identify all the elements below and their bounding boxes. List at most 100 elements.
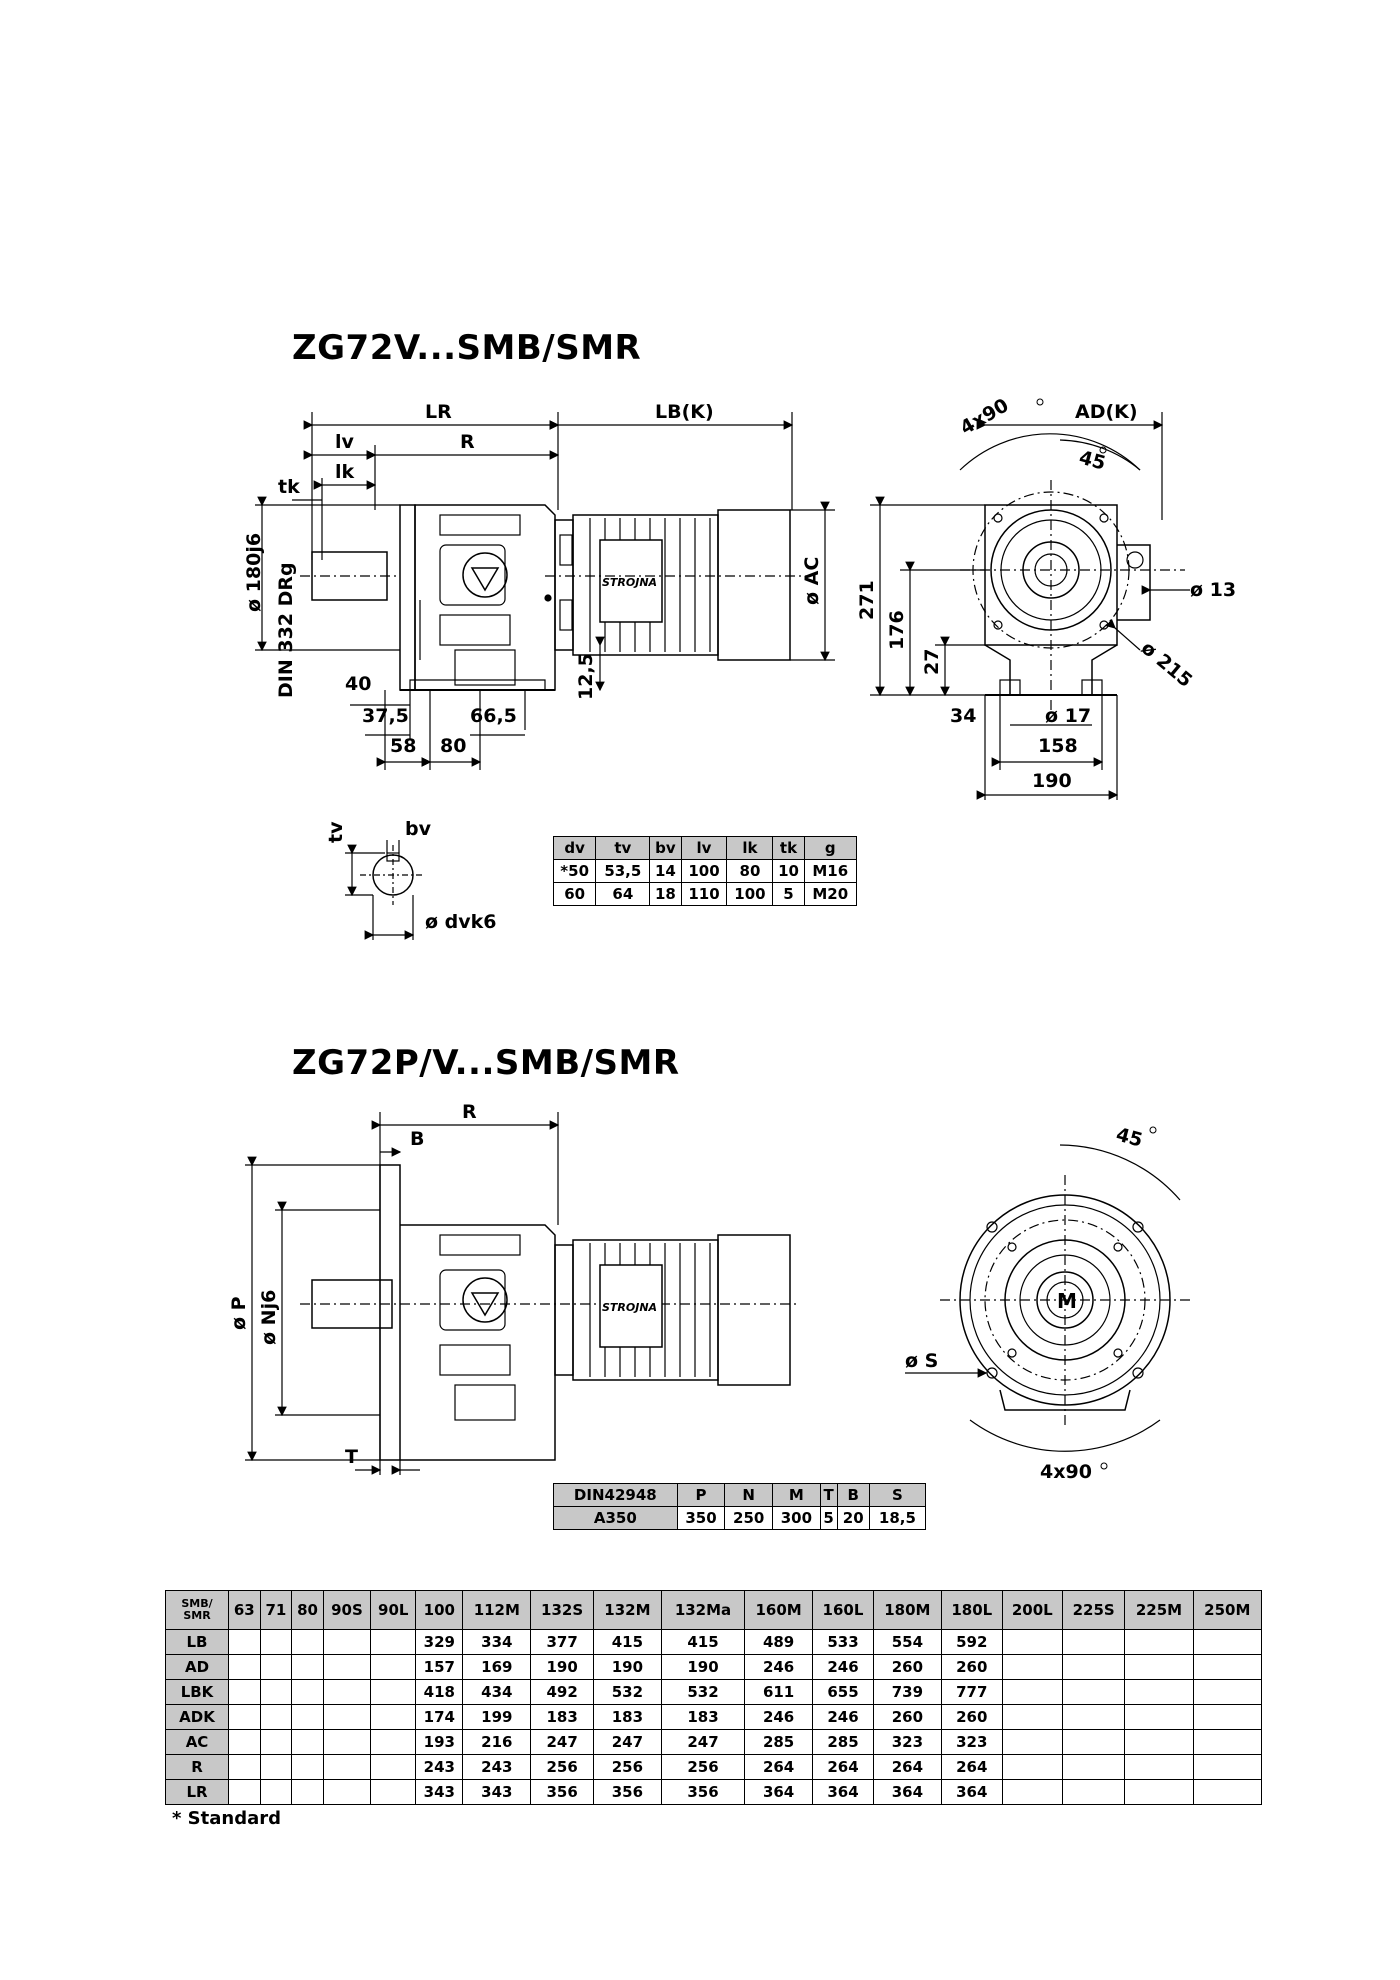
table-cell: 18,5: [868, 1506, 927, 1530]
section2-title: ZG72P/V...SMB/SMR: [292, 1043, 680, 1083]
table-cell: [1192, 1779, 1263, 1805]
table-cell: [1192, 1629, 1263, 1655]
dim-LR: LR: [425, 401, 452, 423]
table-header-cell: 132S: [530, 1590, 594, 1630]
footnote: * Standard: [172, 1808, 282, 1829]
table-row-label: LBK: [165, 1679, 229, 1705]
table-cell: [1192, 1654, 1263, 1680]
table-cell: [370, 1729, 417, 1755]
table-cell: 418: [415, 1679, 464, 1705]
table-cell: 533: [812, 1629, 874, 1655]
table-cell: 655: [812, 1679, 874, 1705]
table-cell: 247: [530, 1729, 594, 1755]
table-cell: 350: [676, 1506, 726, 1530]
dim-40: 40: [345, 673, 371, 695]
table-cell: [1001, 1654, 1064, 1680]
dim-80: 80: [440, 735, 466, 757]
table-cell: 243: [462, 1754, 532, 1780]
table-cell: [1062, 1779, 1126, 1805]
table-cell: [1192, 1729, 1263, 1755]
table-cell: 256: [592, 1754, 663, 1780]
table-cell: [291, 1704, 324, 1730]
dim-LBK: LB(K): [655, 401, 714, 423]
table-cell: 250: [724, 1506, 774, 1530]
table-cell: 739: [872, 1679, 943, 1705]
table-cell: 199: [462, 1704, 532, 1730]
table-header-cell: 112M: [462, 1590, 532, 1630]
dim-37-5: 37,5: [362, 705, 409, 727]
table-cell: [1001, 1679, 1064, 1705]
table-cell: [1001, 1779, 1064, 1805]
table-cell: [228, 1654, 261, 1680]
table-header-cell: g: [803, 836, 858, 860]
dim-din332: DIN 332 DRg: [275, 562, 297, 698]
table-header-cell: S: [868, 1483, 927, 1507]
dim-bv: bv: [405, 818, 432, 840]
svg-text:M: M: [1057, 1289, 1077, 1313]
table-cell: [1001, 1704, 1064, 1730]
table-cell: 60: [552, 882, 597, 906]
table-cell: 157: [415, 1654, 464, 1680]
table-cell: [370, 1704, 417, 1730]
table-cell: [322, 1679, 372, 1705]
table-cell: [1124, 1704, 1194, 1730]
section1-title: ZG72V...SMB/SMR: [292, 328, 642, 368]
table-cell: 190: [592, 1654, 663, 1680]
dim-66-5: 66,5: [470, 705, 517, 727]
table-cell: [1062, 1729, 1126, 1755]
dim-4x90: 4x90: [957, 394, 1013, 439]
table-cell: [1124, 1729, 1194, 1755]
dim-58: 58: [390, 735, 416, 757]
table-cell: 169: [462, 1654, 532, 1680]
table-header-cell: 71: [259, 1590, 293, 1630]
table-cell: [259, 1679, 293, 1705]
dim-45: 45: [1077, 447, 1108, 475]
table-header-cell: 160M: [743, 1590, 814, 1630]
table-cell: 492: [530, 1679, 594, 1705]
table-cell: [291, 1729, 324, 1755]
table-cell: [259, 1779, 293, 1805]
table-cell: 415: [661, 1629, 745, 1655]
table-cell: 356: [661, 1779, 745, 1805]
dim-shaft-dia: ø 180j6: [243, 533, 265, 612]
table-cell: 300: [772, 1506, 821, 1530]
table-cell: [1062, 1629, 1126, 1655]
table-cell: 256: [661, 1754, 745, 1780]
dim-R: R: [460, 431, 475, 453]
dim-dvk6: ø dvk6: [425, 911, 497, 933]
table-cell: 532: [592, 1679, 663, 1705]
table-header-cell: N: [724, 1483, 774, 1507]
table-cell: 415: [592, 1629, 663, 1655]
table-header-cell: 132Ma: [661, 1590, 745, 1630]
table-cell: 246: [743, 1704, 814, 1730]
table-header-cell: 160L: [812, 1590, 874, 1630]
table-header-cell: 180M: [872, 1590, 943, 1630]
table-cell: 100: [726, 882, 774, 906]
table-cell: 364: [743, 1779, 814, 1805]
table-header-cell: 200L: [1001, 1590, 1064, 1630]
dim-lk: lk: [335, 461, 355, 483]
table-cell: [1062, 1679, 1126, 1705]
table-cell: 611: [743, 1679, 814, 1705]
dim-176: 176: [886, 610, 908, 650]
table-cell: 323: [941, 1729, 1003, 1755]
table-cell: [1062, 1704, 1126, 1730]
table-cell: [291, 1654, 324, 1680]
table-header-cell: lk: [726, 836, 774, 860]
dim-12-5: 12,5: [575, 653, 597, 700]
table-row-label: ADK: [165, 1704, 229, 1730]
dim2-N: ø Nj6: [258, 1290, 280, 1345]
table-cell: [322, 1704, 372, 1730]
dim-17: ø 17: [1045, 705, 1091, 727]
table-cell: 334: [462, 1629, 532, 1655]
table-cell: [1124, 1679, 1194, 1705]
table-cell: 80: [726, 859, 774, 883]
